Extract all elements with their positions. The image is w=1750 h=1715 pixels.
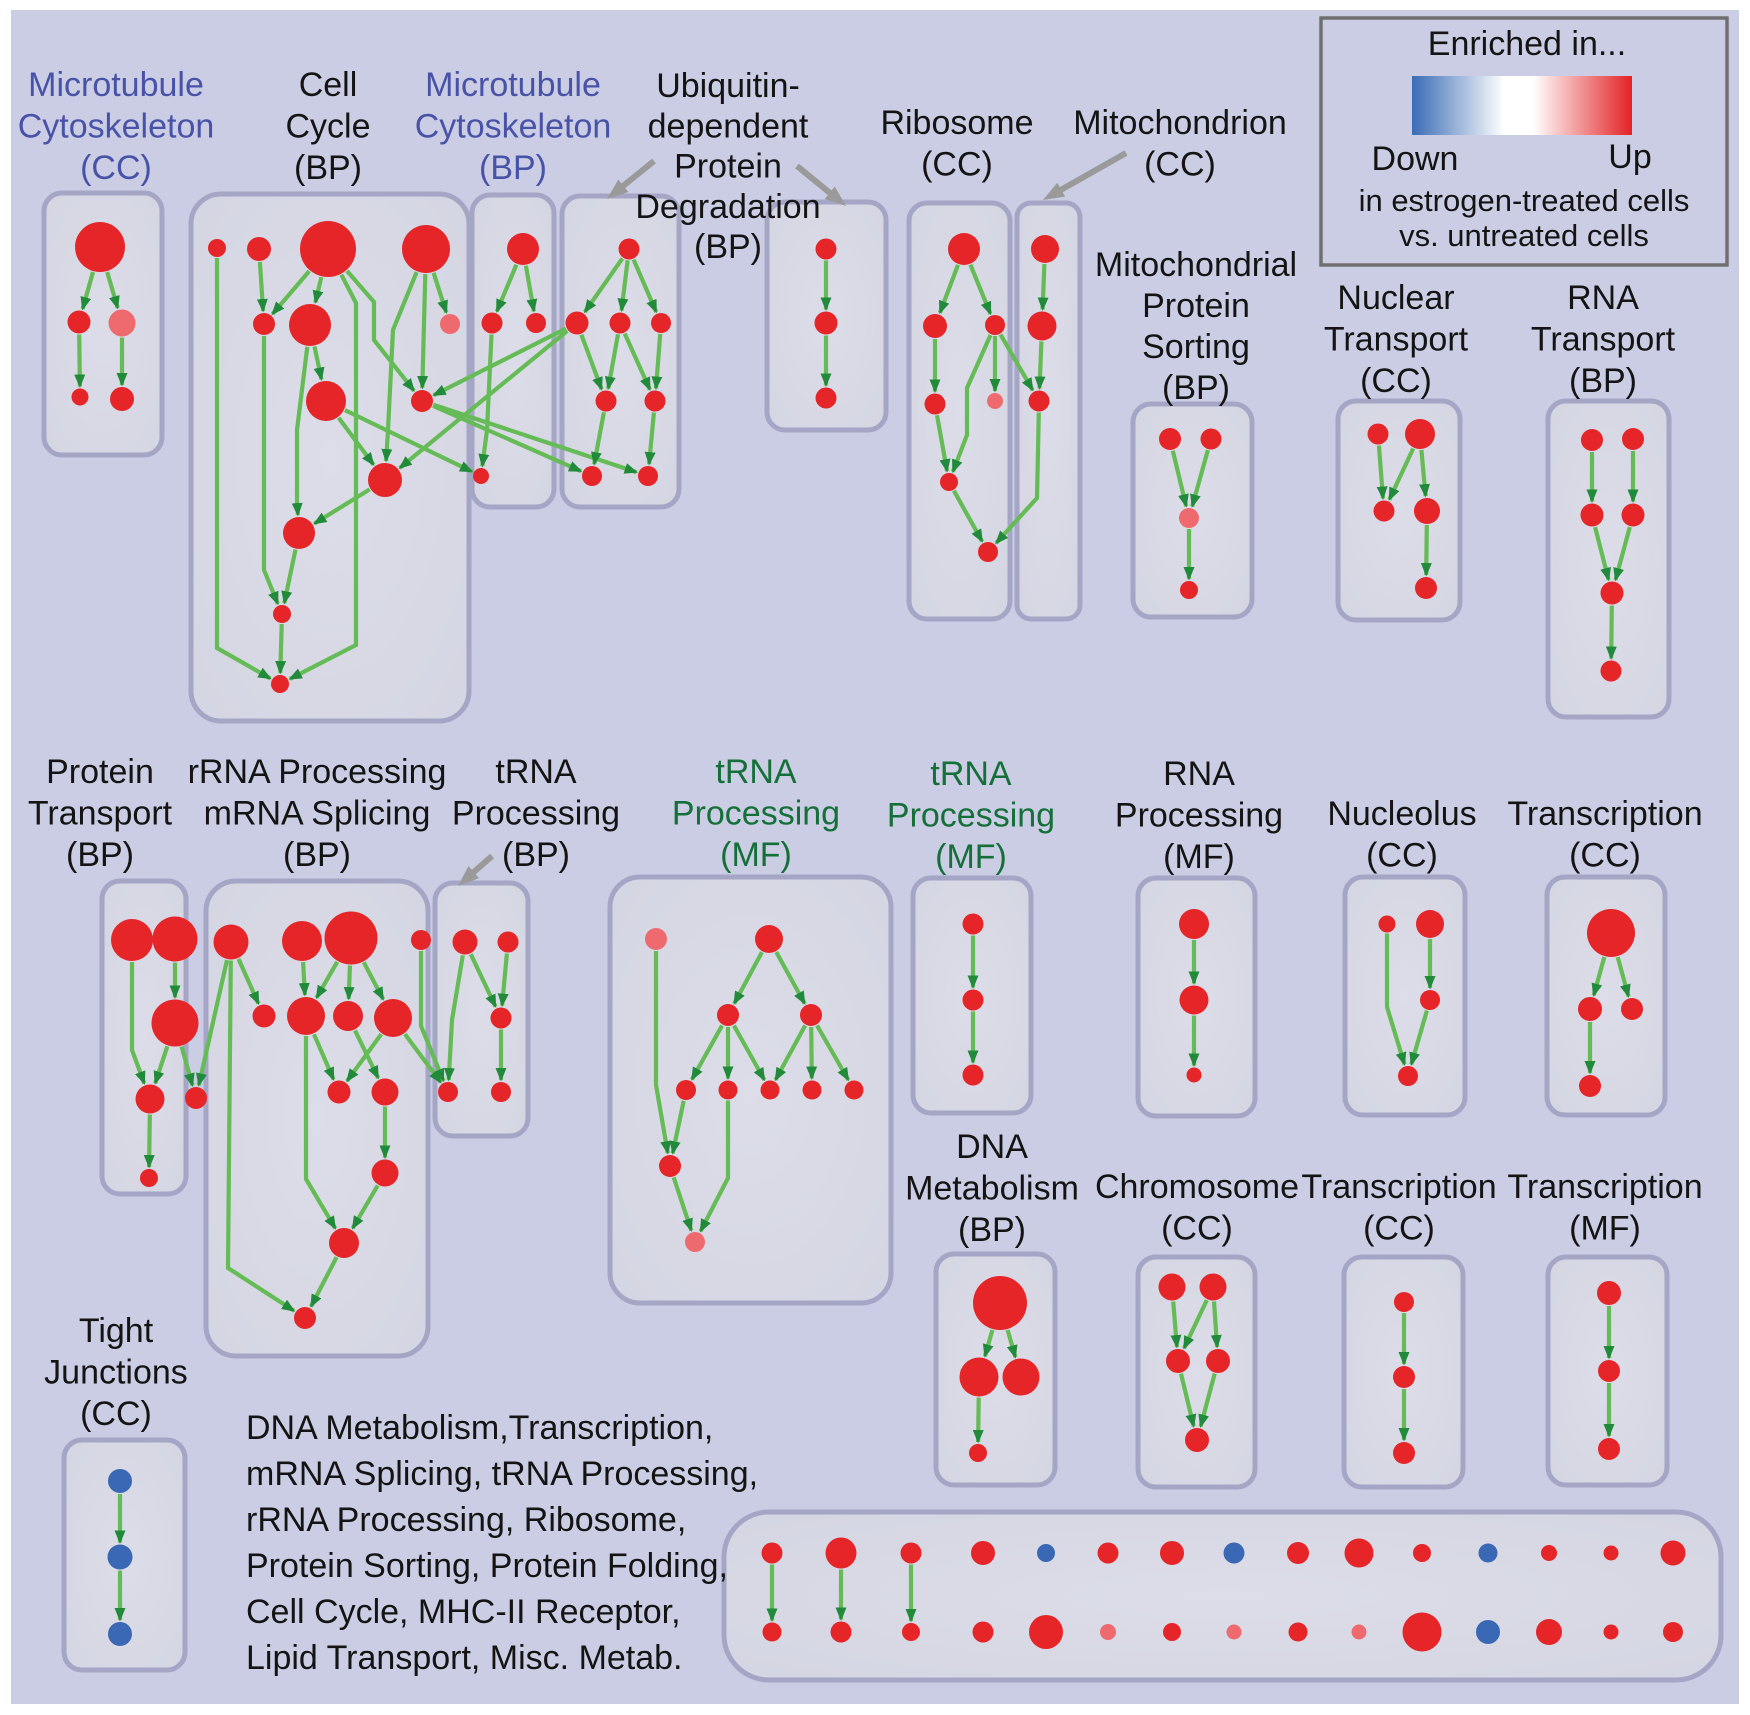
svg-text:(BP): (BP): [502, 836, 570, 874]
svg-text:(MF): (MF): [1569, 1209, 1641, 1247]
svg-text:rRNA Processing: rRNA Processing: [188, 753, 447, 791]
svg-text:Nuclear: Nuclear: [1337, 279, 1454, 317]
svg-text:rRNA Processing, Ribosome,: rRNA Processing, Ribosome,: [246, 1501, 686, 1539]
svg-text:Lipid Transport, Misc. Metab.: Lipid Transport, Misc. Metab.: [246, 1639, 683, 1677]
svg-text:(CC): (CC): [1366, 836, 1438, 874]
svg-text:(BP): (BP): [1162, 369, 1230, 407]
svg-text:Cell: Cell: [299, 66, 358, 104]
svg-text:Cytoskeleton: Cytoskeleton: [18, 107, 215, 145]
svg-text:vs. untreated cells: vs. untreated cells: [1399, 218, 1649, 253]
svg-text:Metabolism: Metabolism: [905, 1169, 1079, 1207]
svg-text:Ubiquitin-: Ubiquitin-: [656, 67, 800, 105]
svg-text:Mitochondrion: Mitochondrion: [1073, 104, 1287, 142]
svg-text:Cytoskeleton: Cytoskeleton: [415, 107, 612, 145]
svg-text:(MF): (MF): [1163, 838, 1235, 876]
svg-text:tRNA: tRNA: [495, 753, 577, 791]
svg-text:(CC): (CC): [1360, 362, 1432, 400]
svg-text:Chromosome: Chromosome: [1095, 1168, 1299, 1206]
svg-text:DNA: DNA: [956, 1128, 1028, 1166]
svg-text:Protein: Protein: [46, 753, 154, 791]
svg-text:(MF): (MF): [935, 838, 1007, 876]
svg-text:mRNA Splicing, tRNA Processing: mRNA Splicing, tRNA Processing,: [246, 1455, 758, 1493]
svg-text:Protein: Protein: [674, 148, 782, 186]
svg-text:mRNA Splicing: mRNA Splicing: [204, 794, 431, 832]
svg-text:(CC): (CC): [80, 149, 152, 187]
svg-text:Transport: Transport: [1531, 320, 1676, 358]
svg-text:Mitochondrial: Mitochondrial: [1095, 246, 1297, 284]
svg-text:(CC): (CC): [80, 1395, 152, 1433]
svg-text:dependent: dependent: [648, 107, 809, 145]
svg-text:in estrogen-treated cells: in estrogen-treated cells: [1359, 183, 1690, 218]
svg-text:RNA: RNA: [1567, 279, 1639, 317]
svg-text:Processing: Processing: [1115, 796, 1283, 834]
svg-text:Down: Down: [1372, 140, 1459, 178]
svg-text:Sorting: Sorting: [1142, 328, 1250, 366]
svg-text:Enriched in...: Enriched in...: [1428, 25, 1626, 63]
svg-text:(BP): (BP): [479, 149, 547, 187]
svg-text:(MF): (MF): [720, 836, 792, 874]
svg-text:Processing: Processing: [452, 794, 620, 832]
svg-text:(CC): (CC): [1144, 145, 1216, 183]
svg-text:(CC): (CC): [921, 145, 993, 183]
svg-text:Transport: Transport: [28, 794, 173, 832]
svg-text:Up: Up: [1608, 138, 1651, 176]
svg-text:(BP): (BP): [694, 228, 762, 266]
svg-text:(BP): (BP): [1569, 362, 1637, 400]
svg-text:(BP): (BP): [283, 836, 351, 874]
svg-text:(BP): (BP): [294, 149, 362, 187]
svg-text:RNA: RNA: [1163, 755, 1235, 793]
svg-text:Processing: Processing: [887, 796, 1055, 834]
svg-text:Cycle: Cycle: [285, 107, 370, 145]
svg-text:(BP): (BP): [958, 1211, 1026, 1249]
svg-text:Protein Sorting, Protein Foldi: Protein Sorting, Protein Folding,: [246, 1547, 728, 1585]
svg-text:(CC): (CC): [1569, 836, 1641, 874]
svg-text:Junctions: Junctions: [44, 1353, 188, 1391]
svg-text:Cell Cycle, MHC-II Receptor,: Cell Cycle, MHC-II Receptor,: [246, 1593, 681, 1631]
svg-text:Ribosome: Ribosome: [880, 104, 1033, 142]
svg-text:(CC): (CC): [1363, 1209, 1435, 1247]
svg-text:Transport: Transport: [1324, 320, 1469, 358]
svg-text:DNA Metabolism,Transcription,: DNA Metabolism,Transcription,: [246, 1409, 713, 1447]
svg-text:tRNA: tRNA: [930, 755, 1012, 793]
svg-text:(BP): (BP): [66, 836, 134, 874]
svg-text:tRNA: tRNA: [715, 753, 797, 791]
svg-text:Tight: Tight: [79, 1312, 154, 1350]
svg-text:Transcription: Transcription: [1507, 1168, 1702, 1206]
svg-text:Nucleolus: Nucleolus: [1327, 795, 1476, 833]
svg-text:Degradation: Degradation: [635, 188, 820, 226]
svg-text:Microtubule: Microtubule: [425, 66, 601, 104]
svg-text:Transcription: Transcription: [1507, 795, 1702, 833]
svg-text:Transcription: Transcription: [1301, 1168, 1496, 1206]
svg-text:Protein: Protein: [1142, 287, 1250, 325]
svg-text:Processing: Processing: [672, 794, 840, 832]
svg-text:(CC): (CC): [1161, 1209, 1233, 1247]
svg-text:Microtubule: Microtubule: [28, 66, 204, 104]
